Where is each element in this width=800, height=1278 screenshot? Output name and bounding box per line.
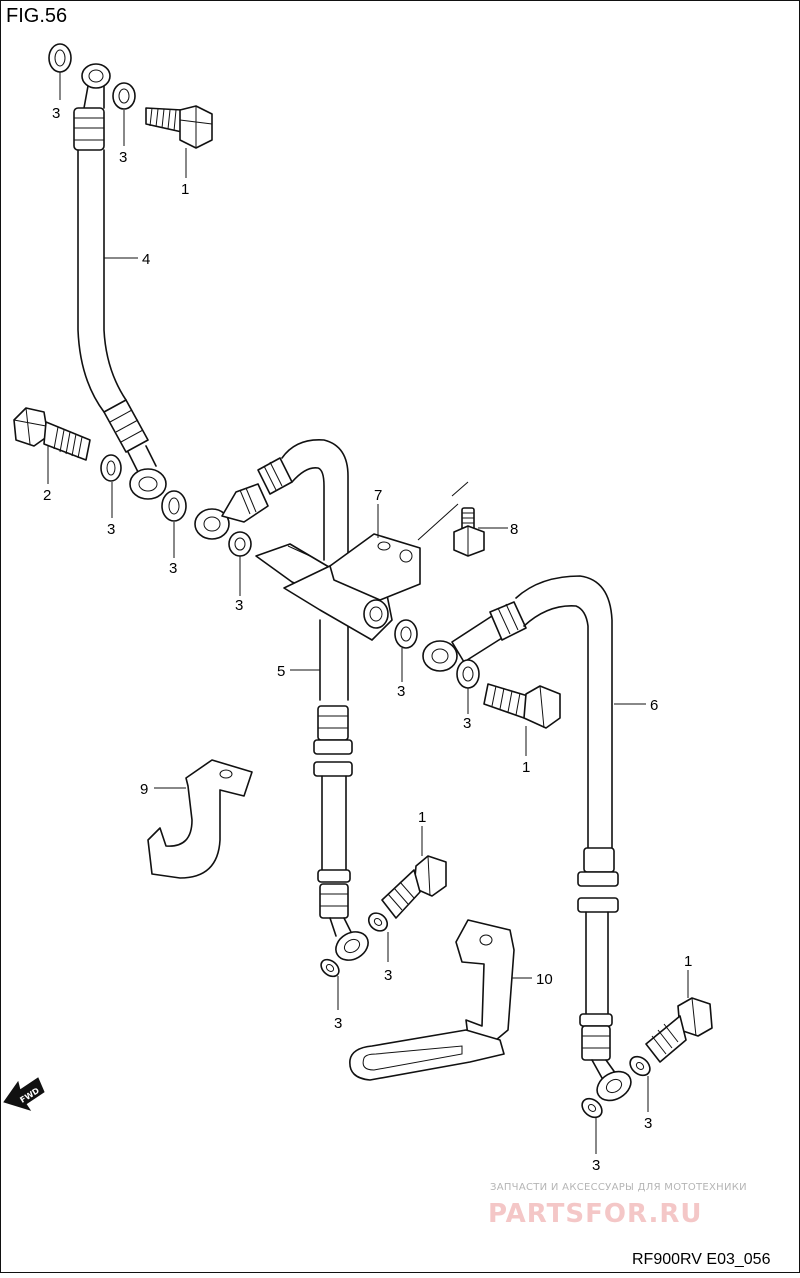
brake-hose-4	[73, 63, 167, 500]
washer-joint-left	[228, 531, 252, 557]
callout-hose-4: 4	[142, 251, 150, 268]
callout-bolt-top: 1	[181, 181, 189, 198]
union-bolt-lower-right	[645, 997, 713, 1063]
callout-washer-top-left: 3	[52, 105, 60, 122]
callout-bolt-right-mid: 1	[522, 759, 530, 776]
callout-washer-top-mid: 3	[119, 149, 127, 166]
callout-washer-center-b: 3	[334, 1015, 342, 1032]
callout-washer-right-mid: 3	[463, 715, 471, 732]
washer-mid-left	[100, 454, 122, 482]
union-bolt-right-mid	[483, 683, 561, 729]
watermark: ЗАПЧАСТИ И АКСЕССУАРЫ ДЛЯ МОТОТЕХНИКИ PA…	[488, 1182, 747, 1229]
callout-washer-lower-right-b: 3	[592, 1157, 600, 1174]
callout-washer-joint-right: 3	[397, 683, 405, 700]
hose-clamp-10	[349, 919, 515, 1081]
callout-washer-mid-center: 3	[169, 560, 177, 577]
callout-bolt-8: 8	[510, 521, 518, 538]
callout-clamp-9: 9	[140, 781, 148, 798]
joint-bolt-8	[453, 507, 485, 557]
washer-top-mid	[112, 82, 136, 110]
brake-hose-5	[194, 439, 369, 961]
callout-washer-joint-left: 3	[235, 597, 243, 614]
washer-lower-right-a	[629, 1055, 651, 1077]
leader-lines	[47, 72, 689, 1154]
callout-washer-mid-left: 3	[107, 521, 115, 538]
bolt-8-dashed-lead	[417, 481, 469, 541]
forward-arrow-icon	[3, 1077, 45, 1111]
watermark-brand: PARTSFOR.RU	[488, 1199, 702, 1229]
brake-hose-joint-7	[255, 533, 421, 641]
washer-joint-right	[394, 619, 418, 649]
callout-washer-lower-right-a: 3	[644, 1115, 652, 1132]
union-bolt-center	[381, 855, 447, 919]
washer-center-b	[320, 958, 340, 978]
watermark-caption: ЗАПЧАСТИ И АКСЕССУАРЫ ДЛЯ МОТОТЕХНИКИ	[490, 1182, 747, 1193]
union-bolt-left	[13, 407, 91, 461]
washer-lower-right-b	[581, 1097, 603, 1119]
callout-bolt-center: 1	[418, 809, 426, 826]
callout-hose-6: 6	[650, 697, 658, 714]
callout-clamp-10: 10	[536, 971, 553, 988]
washer-top-left	[48, 43, 72, 73]
washer-right-mid	[456, 659, 480, 689]
callout-labels: 3 3 1 4 2 3 3 3 7 8 5 3 3 1 6 9 1 3 3 10…	[43, 105, 692, 1174]
callout-washer-center-a: 3	[384, 967, 392, 984]
figure-title: FIG.56	[6, 5, 67, 27]
model-code: RF900RV E03_056	[632, 1251, 771, 1268]
callout-hose-5: 5	[277, 663, 285, 680]
callout-bolt-left: 2	[43, 487, 51, 504]
washer-mid-center	[161, 490, 187, 522]
callout-joint-7: 7	[374, 487, 382, 504]
callout-bolt-lower-right: 1	[684, 953, 692, 970]
union-bolt-top	[145, 105, 213, 149]
forward-direction-marker: FWD	[3, 1077, 45, 1111]
brake-hose-6	[422, 575, 632, 1102]
hose-clamp-9	[147, 759, 253, 879]
washer-center-a	[367, 912, 389, 932]
